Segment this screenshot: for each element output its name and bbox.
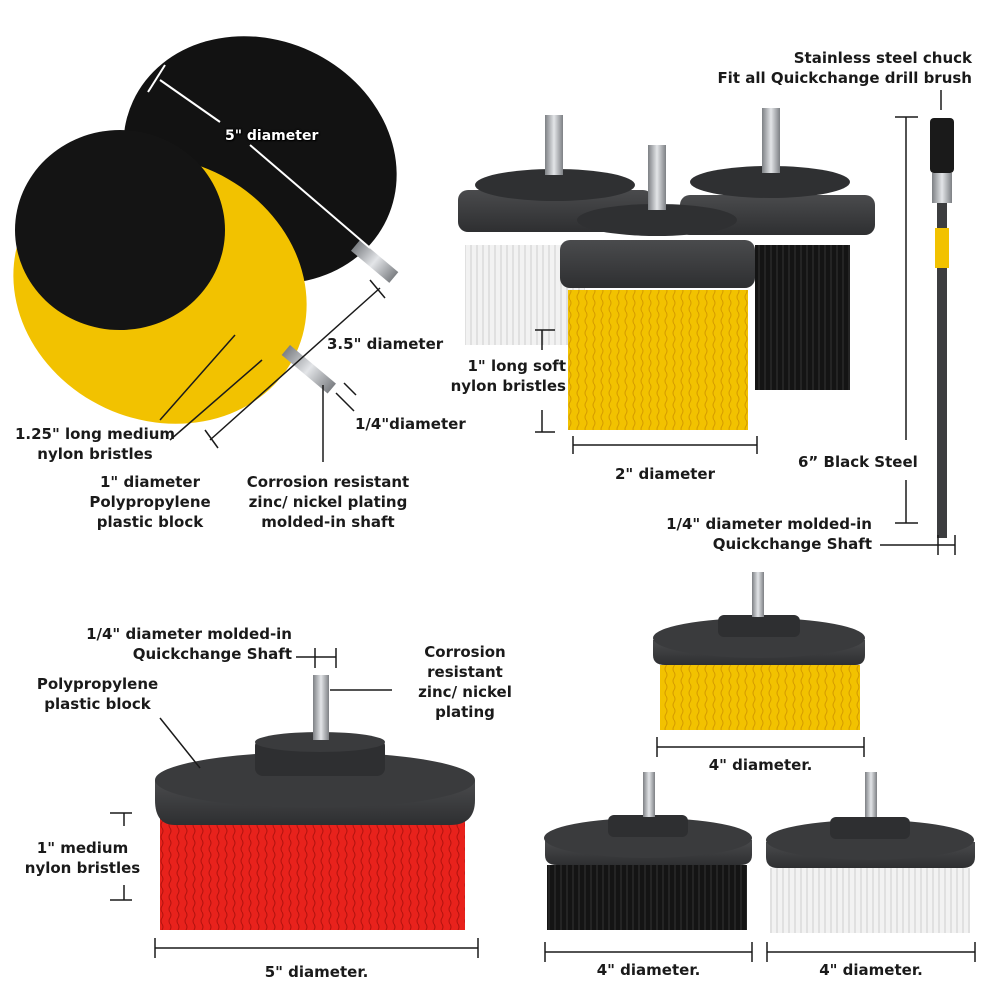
detail-brush-diameter-label: 2" diameter [614, 465, 716, 483]
big-brush-diameter-label: 5" diameter [225, 128, 319, 144]
block-label-line: Polypropylene [89, 493, 211, 511]
block-label-line: 1" diameter [99, 473, 201, 491]
shaft-diameter-label: 1/4"diameter [355, 415, 466, 433]
round-brush-bristle-label: 1.25" long medium nylon bristles [10, 424, 180, 464]
plating-label-line: zinc/ nickel [418, 683, 512, 701]
shaft-label-line: Quickchange Shaft [132, 645, 292, 663]
bottom-left-leader-lines [110, 648, 479, 958]
plating-label-line: resistant [427, 663, 503, 681]
plating-label-line: Corrosion [424, 643, 506, 661]
red-brush-bristle-label: 1" medium nylon bristles [15, 838, 150, 878]
extension-bar [930, 118, 954, 538]
round-brush-block-label: 1" diameter Polypropylene plastic block [85, 472, 215, 532]
bristle-label-line: 1" long soft [467, 357, 567, 375]
top-right-dimension-lines [535, 90, 956, 555]
chuck-label: Stainless steel chuck Fit all Quickchang… [690, 48, 972, 88]
white-brush-diameter-label: 4" diameter. [819, 961, 923, 979]
black-4in-brush [544, 772, 752, 930]
chuck-label-line: Fit all Quickchange drill brush [717, 69, 972, 87]
yellow-detail-brush [560, 145, 755, 430]
black-brush-diameter-label: 4" diameter. [596, 961, 701, 979]
bottom-right-dimension-lines [544, 737, 976, 962]
bristle-label-line: 1.25" long medium [14, 425, 176, 443]
shaft-label-line: Quickchange Shaft [712, 535, 872, 553]
big-brush-dimension-line [147, 64, 371, 249]
plating-label-line: plating [435, 703, 495, 721]
bristle-label-line: 1" medium [36, 839, 129, 857]
yellow-brush-diameter-label: 4" diameter. [708, 756, 813, 774]
yellow-4in-brush [653, 572, 865, 730]
extension-length-label: 6” Black Steel [798, 453, 918, 471]
shaft-label-line: 1/4" diameter molded-in [666, 515, 872, 533]
plating-label-line: Corrosion resistant [246, 473, 410, 491]
plating-label-line: molded-in shaft [261, 513, 395, 531]
top-left-leader-lines [159, 279, 386, 462]
red-brush-shaft-label: 1/4" diameter molded-in Quickchange Shaf… [40, 624, 292, 664]
block-label-line: plastic block [44, 695, 151, 713]
chuck-label-line: Stainless steel chuck [793, 49, 972, 67]
detail-brush-bristle-label: 1" long soft nylon bristles [440, 356, 566, 396]
bristle-label-line: nylon bristles [37, 445, 153, 463]
block-label-line: Polypropylene [36, 675, 159, 693]
yellow-black-round-brush [13, 130, 336, 424]
red-brush-diameter-label: 5" diameter. [264, 963, 369, 981]
plating-label-line: zinc/ nickel plating [248, 493, 408, 511]
white-4in-brush [766, 772, 975, 933]
round-brush-plating-label: Corrosion resistant zinc/ nickel plating… [238, 472, 418, 532]
block-label-line: plastic block [96, 513, 204, 531]
shaft-label-line: 1/4" diameter molded-in [86, 625, 292, 643]
red-brush-plating-label: Corrosion resistant zinc/ nickel plating [400, 642, 530, 722]
brand-label [935, 228, 949, 268]
small-brush-diameter-label: 3.5" diameter [327, 335, 444, 353]
red-5in-brush [155, 675, 475, 930]
red-brush-block-label: Polypropylene plastic block [25, 674, 170, 714]
extension-shaft-label: 1/4" diameter molded-in Quickchange Shaf… [620, 514, 872, 554]
bristle-label-line: nylon bristles [450, 377, 566, 395]
bristle-label-line: nylon bristles [24, 859, 141, 877]
